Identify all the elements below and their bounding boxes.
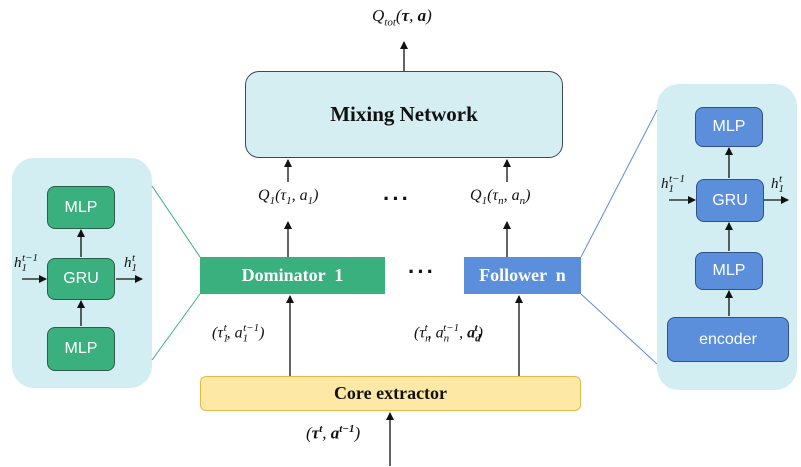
- qtot-formula: Qtot(τ, a): [372, 6, 432, 29]
- dominator-input-formula: (τ1t, a1t−1): [212, 322, 265, 345]
- zoom-line-right-bottom: [580, 293, 658, 365]
- right-encoder: encoder: [667, 317, 789, 362]
- core-extractor-block: Core extractor: [200, 376, 581, 411]
- right-hidden-in-formula: h1t−1: [661, 173, 685, 195]
- right-mlp-top: MLP: [695, 107, 763, 147]
- zoom-line-left-top: [151, 185, 201, 258]
- core-extractor-label: Core extractor: [333, 383, 448, 403]
- follower-agent-block: Follower n: [464, 257, 581, 294]
- q1-formula: Q1(τ1, a1): [258, 187, 319, 208]
- dominator-label: Dominator 1: [241, 265, 344, 285]
- left-hidden-in-formula: h1t−1: [14, 252, 38, 274]
- left-mlp-top: MLP: [47, 186, 115, 229]
- right-hidden-out-formula: h1t: [771, 173, 784, 195]
- left-hidden-out-formula: h1t: [124, 252, 137, 274]
- core-input-formula: (τt, at−1): [306, 423, 361, 443]
- left-mlp-bottom: MLP: [47, 327, 115, 371]
- mixing-network-label: Mixing Network: [330, 102, 478, 126]
- dominator-agent-block: Dominator 1: [200, 257, 385, 294]
- zoom-line-right-top: [580, 109, 658, 258]
- right-mlp-lower: MLP: [695, 252, 763, 290]
- left-gru: GRU: [47, 258, 115, 300]
- follower-input-formula: (τnt, ant−1, adt): [414, 322, 483, 345]
- follower-label: Follower n: [479, 265, 566, 285]
- zoom-line-left-bottom: [151, 293, 201, 361]
- right-gru: GRU: [696, 179, 764, 222]
- mixing-network-block: Mixing Network: [245, 71, 563, 158]
- ellipsis-middle: ···: [408, 259, 436, 284]
- ellipsis-top: ···: [383, 186, 411, 211]
- qn-formula: Q1(τn, an): [470, 187, 531, 208]
